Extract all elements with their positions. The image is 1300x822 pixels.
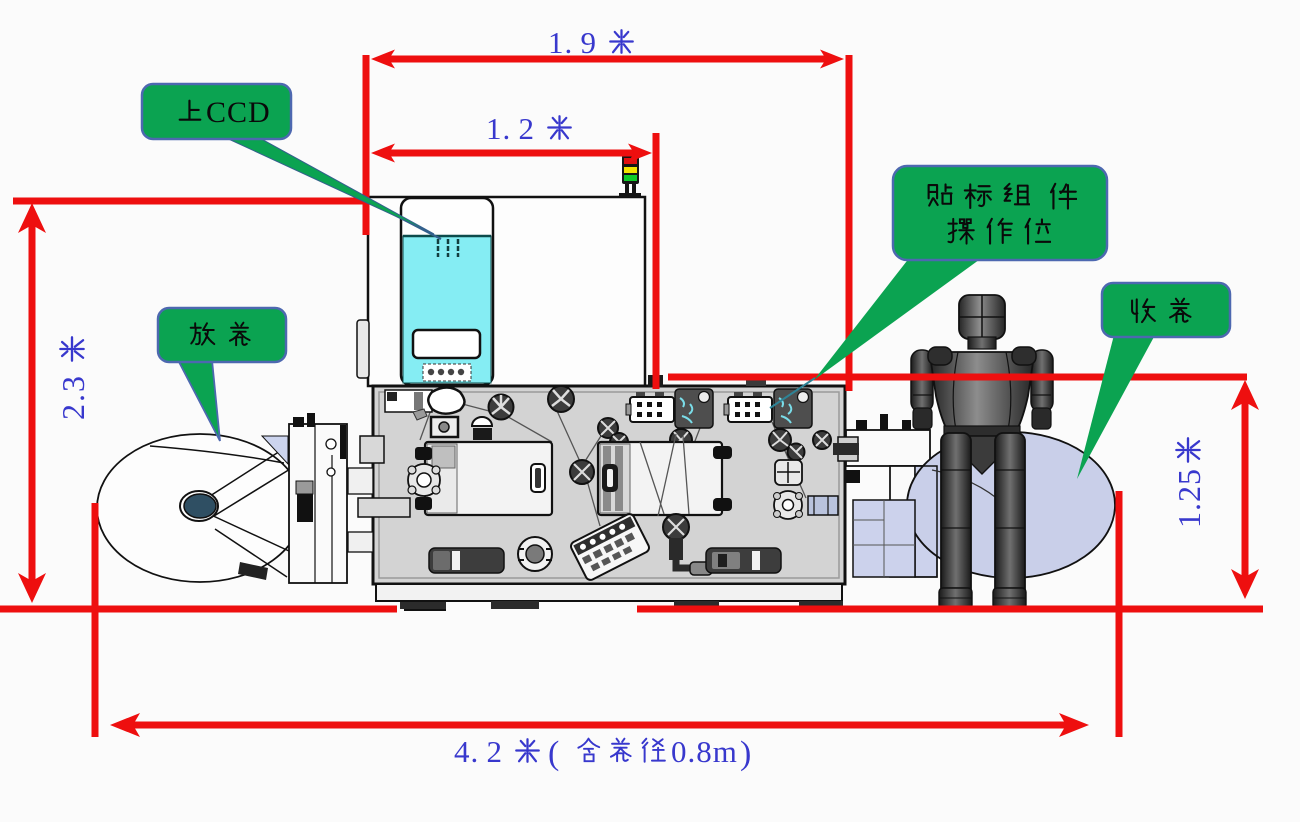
svg-text:CCD: CCD: [206, 96, 271, 129]
svg-text:2.3: 2.3: [55, 374, 91, 420]
svg-text:1.25: 1.25: [1171, 468, 1207, 528]
svg-text:(: (: [548, 735, 559, 772]
svg-text:0.8m: 0.8m: [671, 734, 738, 769]
svg-text:1. 9: 1. 9: [548, 25, 597, 60]
svg-text:): ): [740, 735, 751, 772]
svg-text:4. 2: 4. 2: [454, 734, 503, 769]
svg-text:1. 2: 1. 2: [486, 111, 535, 146]
